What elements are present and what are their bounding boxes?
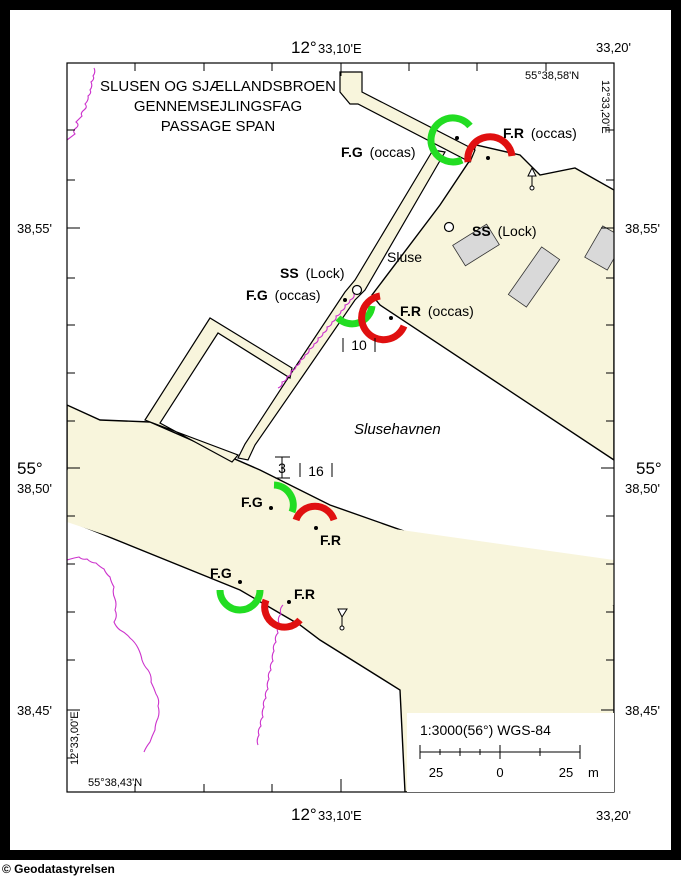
sector-green-low1 bbox=[273, 481, 297, 514]
pier-diagonal bbox=[237, 149, 446, 461]
shoreline-channel bbox=[277, 289, 361, 389]
shoreline-top-left bbox=[67, 67, 96, 141]
signal-station-right-marker bbox=[443, 221, 455, 233]
dot-fg-top bbox=[455, 136, 459, 140]
label-fg-mid: F.G (occas) bbox=[246, 287, 321, 303]
left-deg: 55° bbox=[17, 459, 43, 478]
label-ss-right: SS (Lock) bbox=[472, 223, 536, 239]
label-fg-top-code: F.G bbox=[341, 144, 363, 160]
label-fr-top: F.R (occas) bbox=[503, 125, 577, 141]
label-fg-low1: F.G bbox=[241, 494, 263, 510]
dot-fr-low2 bbox=[287, 600, 291, 604]
lon-vertical-right: 12°33,20'E bbox=[599, 80, 611, 134]
left-lat-55: 38,55' bbox=[17, 221, 52, 236]
dimension-16: 16 bbox=[308, 463, 324, 479]
label-ss-left-note: (Lock) bbox=[306, 265, 345, 281]
sector-red-low2 bbox=[261, 598, 303, 631]
label-ss-right-code: SS bbox=[472, 223, 491, 239]
scale-tick-25-left: 25 bbox=[429, 765, 443, 780]
label-fg-top: F.G (occas) bbox=[341, 144, 416, 160]
label-fr-mid-note: (occas) bbox=[428, 303, 474, 319]
label-fg-low2: F.G bbox=[210, 565, 232, 581]
scale-unit: m bbox=[588, 765, 599, 780]
copyright: © Geodatastyrelsen bbox=[2, 862, 115, 876]
building-3 bbox=[584, 225, 614, 271]
land-east-block bbox=[371, 144, 614, 461]
channel-south bbox=[67, 470, 614, 630]
right-50: 38,50' bbox=[625, 481, 660, 496]
label-sluse: Sluse bbox=[387, 249, 422, 265]
dot-fr-mid bbox=[389, 316, 393, 320]
lat-bottom-left: 55°38,43'N bbox=[88, 777, 142, 789]
label-ss-left: SS (Lock) bbox=[280, 265, 344, 281]
building-1 bbox=[452, 223, 500, 267]
dot-fg-low1 bbox=[269, 506, 273, 510]
graticule-ticks bbox=[67, 63, 614, 792]
map-border bbox=[66, 62, 615, 793]
label-fr-mid: F.R (occas) bbox=[400, 303, 474, 319]
title-line-2: GENNEMSEJLINGSFAG bbox=[134, 98, 302, 115]
lat-top-right: 55°38,58'N bbox=[525, 70, 579, 82]
right-45: 38,45' bbox=[625, 703, 660, 718]
scale-text: 1:3000(56°) WGS-84 bbox=[420, 722, 551, 738]
light-dots bbox=[238, 136, 490, 604]
sector-green-low2 bbox=[216, 589, 264, 614]
building-2 bbox=[507, 246, 561, 308]
top-lon-deg: 12° bbox=[291, 38, 317, 57]
dot-fr-low1 bbox=[314, 526, 318, 530]
scale-tick-0: 0 bbox=[496, 765, 503, 780]
bridge-top-approach bbox=[339, 71, 476, 163]
label-fr-top-note: (occas) bbox=[531, 125, 577, 141]
label-fr-top-code: F.R bbox=[503, 125, 524, 141]
dot-fg-low2 bbox=[238, 580, 242, 584]
map-area bbox=[66, 62, 615, 793]
title-line-1: SLUSEN OG SJÆLLANDSBROEN bbox=[100, 78, 336, 95]
label-fg-top-note: (occas) bbox=[370, 144, 416, 160]
sector-red-low1 bbox=[292, 502, 338, 522]
title-line-3: PASSAGE SPAN bbox=[161, 118, 276, 135]
dock-frame bbox=[144, 317, 293, 463]
dimension-10-marker bbox=[342, 338, 376, 352]
shoreline-south-left bbox=[67, 556, 160, 753]
bottom-lon-right: 33,20' bbox=[596, 808, 631, 823]
beacon-inverted-triangle-icon bbox=[337, 608, 348, 631]
dimension-16-marker bbox=[299, 463, 333, 477]
bottom-lon-deg: 12° bbox=[291, 805, 317, 824]
label-fg-mid-code: F.G bbox=[246, 287, 268, 303]
scale-tick-25-right: 25 bbox=[559, 765, 573, 780]
beacon-triangle-icon bbox=[527, 166, 537, 191]
sector-red-top bbox=[464, 133, 516, 163]
sector-green-top bbox=[427, 114, 473, 166]
dimension-3-marker bbox=[275, 456, 290, 479]
label-ss-right-note: (Lock) bbox=[498, 223, 537, 239]
label-fr-mid-code: F.R bbox=[400, 303, 421, 319]
label-fr-low1: F.R bbox=[320, 532, 341, 548]
bottom-lon-min: 33,10'E bbox=[318, 808, 362, 823]
left-50: 38,50' bbox=[17, 481, 52, 496]
signal-station-left-marker bbox=[351, 284, 363, 296]
sector-red-mid bbox=[358, 292, 408, 344]
label-fg-mid-note: (occas) bbox=[275, 287, 321, 303]
top-lon-min: 33,10'E bbox=[318, 41, 362, 56]
light-sectors bbox=[216, 114, 516, 631]
right-lat-55: 38,55' bbox=[625, 221, 660, 236]
dimension-10: 10 bbox=[351, 337, 367, 353]
dot-fg-mid bbox=[343, 298, 347, 302]
left-45: 38,45' bbox=[17, 703, 52, 718]
dot-fr-top bbox=[486, 156, 490, 160]
top-lon-right: 33,20' bbox=[596, 40, 631, 55]
label-fr-low2: F.R bbox=[294, 586, 315, 602]
lon-vertical-left: 12°33,00'E bbox=[69, 711, 81, 765]
dimension-3: 3 bbox=[278, 460, 286, 476]
right-deg: 55° bbox=[636, 459, 662, 478]
area-name: Slusehavnen bbox=[354, 421, 441, 438]
scale-bar bbox=[407, 713, 614, 792]
label-ss-left-code: SS bbox=[280, 265, 299, 281]
